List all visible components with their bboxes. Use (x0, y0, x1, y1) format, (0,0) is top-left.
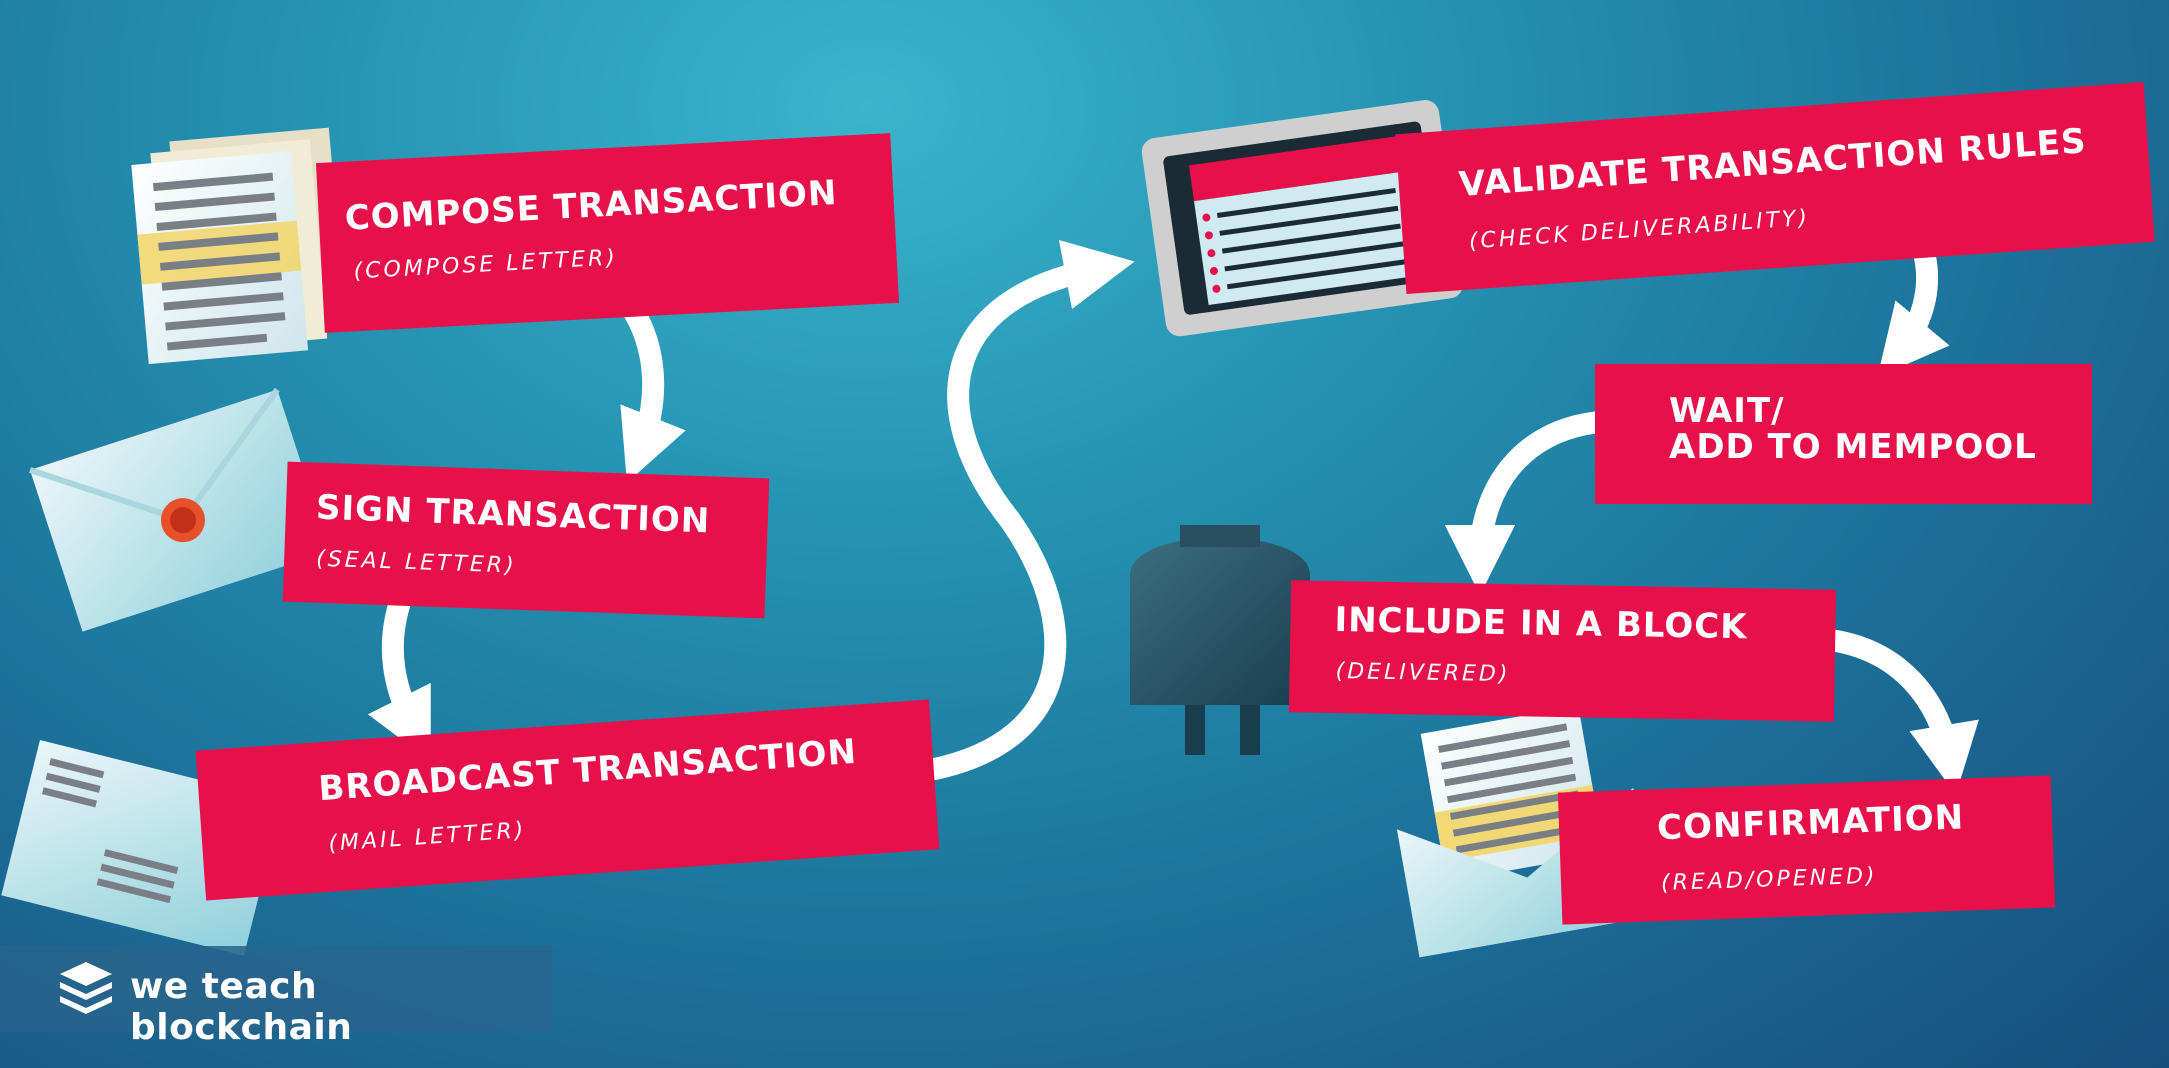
arrow-sign-to-broadcast (367, 598, 431, 762)
brand-name: we teach blockchain (130, 966, 353, 1048)
step-subtitle: (READ/OPENED) (1660, 863, 1878, 897)
stacked-blocks-logo-icon (60, 962, 112, 1014)
step-subtitle: (CHECK DELIVERABILITY) (1468, 205, 1811, 255)
step-confirmation: CONFIRMATION (READ/OPENED) (1557, 775, 2056, 925)
step-include-in-a-block: INCLUDE IN A BLOCK (DELIVERED) (1288, 580, 1837, 722)
arrow-wait-to-block (1444, 411, 1602, 596)
letter-pages-icon (131, 127, 347, 365)
checklist-screen-icon (1141, 100, 1464, 337)
step-title: SIGN TRANSACTION (315, 487, 711, 542)
step-title: INCLUDE IN A BLOCK (1334, 600, 1748, 648)
step-subtitle: (DELIVERED) (1335, 659, 1511, 688)
step-subtitle: (COMPOSE LETTER) (353, 245, 619, 285)
step-title: WAIT/ ADD TO MEMPOOL (1669, 391, 2037, 467)
sealed-envelope-icon (29, 387, 330, 632)
step-subtitle: (SEAL LETTER) (315, 546, 518, 579)
step-title: BROADCAST TRANSACTION (317, 731, 859, 810)
step-title: COMPOSE TRANSACTION (343, 172, 839, 239)
step-subtitle: (MAIL LETTER) (327, 817, 528, 857)
mailbox-icon (1130, 525, 1310, 755)
step-title: CONFIRMATION (1656, 797, 1965, 849)
arrow-broadcast-to-validate (927, 239, 1135, 781)
step-sign-transaction: SIGN TRANSACTION (SEAL LETTER) (282, 461, 770, 619)
step-title: VALIDATE TRANSACTION RULES (1457, 121, 2088, 205)
arrow-block-to-confirmation (1828, 629, 1979, 795)
step-wait-add-to-mempool: WAIT/ ADD TO MEMPOOL (1595, 364, 2092, 504)
step-compose-transaction: COMPOSE TRANSACTION (COMPOSE LETTER) (315, 133, 900, 333)
brand-logo: we teach blockchain (0, 946, 552, 1048)
